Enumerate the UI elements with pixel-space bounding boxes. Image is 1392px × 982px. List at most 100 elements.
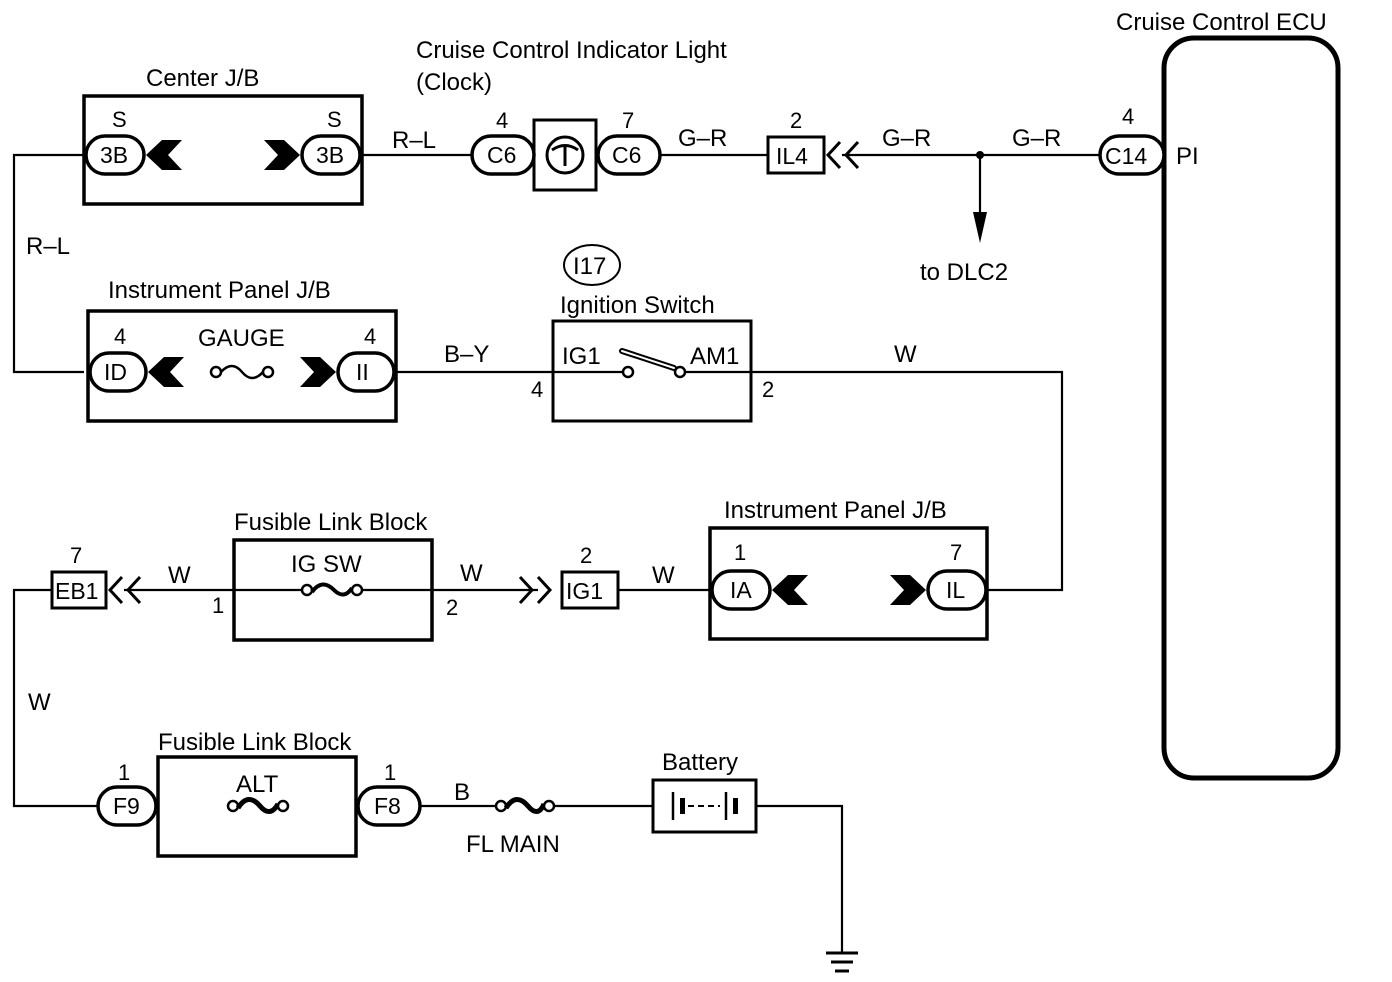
connector-c14[interactable] <box>1098 134 1166 176</box>
wire-label-b-main: B <box>454 779 470 806</box>
wire-rl-left <box>12 153 84 374</box>
ignition-switch: I17 Ignition Switch IG1 AM1 4 2 <box>531 244 774 423</box>
female-terminal-icon <box>148 357 184 387</box>
ip-jb-ia-title: Instrument Panel J/B <box>724 497 947 524</box>
ig1-terminal: IG1 <box>562 343 601 370</box>
ecu-terminal-pi: PI <box>1176 143 1199 170</box>
center-jb-title: Center J/B <box>146 65 259 92</box>
f8-pin: 1 <box>384 760 396 785</box>
female-terminal-icon <box>146 140 182 170</box>
alt-fuse-icon <box>226 797 290 814</box>
wire-label-w-left: W <box>28 689 51 716</box>
wire-label-by: B–Y <box>444 341 489 368</box>
male-chevron-icon <box>107 575 124 605</box>
center-jb-left-pin: S <box>112 107 127 132</box>
connector-c14-label: C14 <box>1105 143 1147 169</box>
battery-title: Battery <box>662 749 738 776</box>
connector-ia[interactable] <box>710 569 772 611</box>
f9-pin: 1 <box>118 760 130 785</box>
male-chevron-icon <box>518 575 535 605</box>
dlc2-label: to DLC2 <box>920 259 1008 286</box>
connector-f9-label: F9 <box>113 793 140 819</box>
connector-c6-right[interactable] <box>596 134 662 176</box>
connector-3b-right[interactable] <box>300 134 362 176</box>
ii-pin: 4 <box>364 324 376 349</box>
connector-eb1-label: EB1 <box>55 578 98 604</box>
am1-terminal: AM1 <box>690 343 739 370</box>
fl-block-alt-box <box>156 755 358 858</box>
connector-c6-right-label: C6 <box>612 142 641 168</box>
cruise-indicator-light: Cruise Control Indicator Light (Clock) 4… <box>416 37 727 192</box>
cruise-control-ecu: Cruise Control ECU 4 C14 PI <box>1098 9 1341 781</box>
ip-jb-gauge-title: Instrument Panel J/B <box>108 277 331 304</box>
connector-f8[interactable] <box>356 785 422 827</box>
female-terminal-icon <box>772 575 808 605</box>
wire-label-rl-top: R–L <box>392 127 436 154</box>
male-chevron-icon <box>843 140 860 170</box>
c6-right-pin: 7 <box>622 108 634 133</box>
wire-w-ign <box>680 370 1064 592</box>
connector-id[interactable] <box>88 351 148 393</box>
connector-eb1[interactable] <box>50 570 108 610</box>
ignition-right-pin: 2 <box>762 377 774 402</box>
connector-il-label: IL <box>946 577 965 603</box>
c6-left-pin: 4 <box>496 108 508 133</box>
male-chevron-icon <box>825 140 842 170</box>
connector-c6-left-label: C6 <box>487 142 516 168</box>
wire-ground <box>756 804 844 952</box>
ecu-title: Cruise Control ECU <box>1116 9 1327 36</box>
dlc2-arrow-icon <box>973 212 987 243</box>
fl-block-igsw: Fusible Link Block IG SW 1 2 <box>212 509 458 642</box>
il-pin: 7 <box>950 540 962 565</box>
alt-fuse-label: ALT <box>236 771 279 798</box>
fl-main-fuse-icon <box>494 797 556 814</box>
fl-block-alt: Fusible Link Block 1 1 ALT F9 F8 <box>96 729 422 858</box>
wire-label-w-ign: W <box>894 341 917 368</box>
connector-3b-right-label: 3B <box>316 142 344 168</box>
battery-cell-icon <box>671 792 738 820</box>
ip-jb-ia-il: Instrument Panel J/B 1 7 IA IL <box>708 497 989 641</box>
igsw-left-pin: 1 <box>212 593 224 618</box>
connector-ig1[interactable] <box>560 570 620 610</box>
fl-block-igsw-title: Fusible Link Block <box>234 509 428 536</box>
center-jb: Center J/B S S 3B 3B <box>82 65 364 206</box>
il4-pin: 2 <box>790 108 802 133</box>
battery-box <box>651 778 758 834</box>
ig1-connector-group: 2 IG1 <box>518 543 620 610</box>
switch-contact-icon <box>553 348 751 379</box>
connector-il4[interactable] <box>766 135 826 175</box>
connector-f9[interactable] <box>96 785 158 827</box>
wire-label-w-igsw-out: W <box>460 560 483 587</box>
ip-jb-gauge: Instrument Panel J/B 4 4 GAUGE ID II <box>86 277 398 423</box>
id-pin: 4 <box>114 324 126 349</box>
connector-il[interactable] <box>926 569 988 611</box>
indicator-title-line1: Cruise Control Indicator Light <box>416 37 727 64</box>
gauge-fuse-icon <box>209 364 275 380</box>
connector-3b-left[interactable] <box>84 134 146 176</box>
eb1-pin: 7 <box>70 543 82 568</box>
wire-label-gr-1: G–R <box>678 125 727 152</box>
connector-ii-label: II <box>356 359 369 385</box>
bulb-icon <box>545 135 585 175</box>
wire-label-rl-left: R–L <box>26 233 70 260</box>
c14-pin: 4 <box>1122 104 1134 129</box>
ground-icon <box>826 951 858 973</box>
connector-c6-left[interactable] <box>470 134 536 176</box>
connector-3b-left-label: 3B <box>100 142 128 168</box>
fl-main-label: FL MAIN <box>466 831 560 858</box>
connector-ig1-label: IG1 <box>566 578 603 604</box>
fl-block-alt-title: Fusible Link Block <box>158 729 352 756</box>
ignition-code-badge <box>563 244 621 286</box>
wire-label-w-eb1: W <box>168 562 191 589</box>
center-jb-right-pin: S <box>327 107 342 132</box>
ia-pin: 1 <box>734 540 746 565</box>
female-terminal-icon <box>264 140 300 170</box>
connector-ia-label: IA <box>730 577 752 603</box>
female-terminal-icon <box>300 357 336 387</box>
ignition-left-pin: 4 <box>531 377 543 402</box>
igsw-fuse-icon <box>234 582 432 597</box>
connector-ii[interactable] <box>336 351 396 393</box>
igsw-right-pin: 2 <box>446 595 458 620</box>
ignition-switch-title: Ignition Switch <box>560 292 715 319</box>
